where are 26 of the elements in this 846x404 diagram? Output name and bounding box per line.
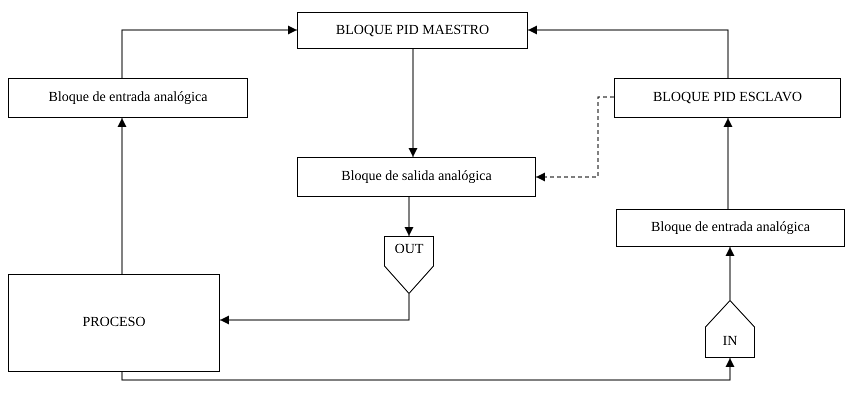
arrow [122, 26, 298, 78]
node-label: BLOQUE PID ESCLAVO [652, 90, 802, 106]
dashed-arrow [536, 96, 614, 182]
node-label: Bloque de entrada analógica [48, 90, 208, 106]
input-pentagon [705, 300, 755, 358]
arrow [220, 294, 410, 324]
node-label: IN [722, 334, 738, 350]
output-pentagon [384, 236, 434, 294]
process-box [616, 209, 845, 247]
process-box [297, 12, 528, 49]
process-box [297, 157, 536, 197]
node-label: BLOQUE PID MAESTRO [336, 22, 490, 38]
arrow [528, 26, 728, 78]
arrow [724, 118, 732, 210]
node-label: OUT [394, 242, 424, 258]
arrow [118, 118, 126, 274]
process-box [8, 274, 220, 372]
node-label: PROCESO [82, 315, 146, 331]
node-label: Bloque de salida analógica [341, 169, 492, 185]
process-box [614, 78, 841, 118]
node-label: Bloque de entrada analógica [651, 220, 810, 236]
arrow [726, 246, 734, 300]
arrow [408, 48, 418, 158]
process-box [8, 78, 248, 118]
arrow [404, 196, 414, 236]
arrow [122, 358, 734, 380]
